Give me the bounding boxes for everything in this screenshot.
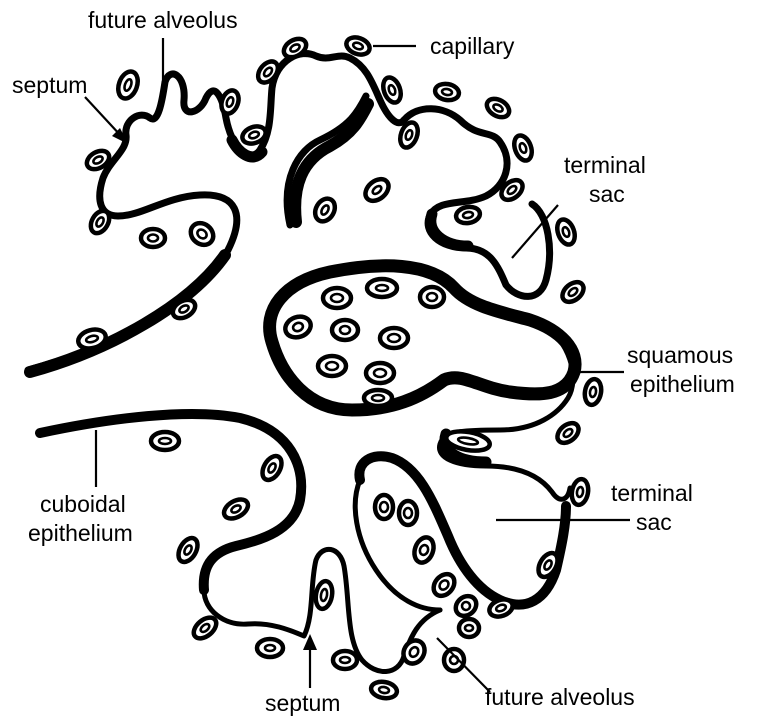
capillary bbox=[434, 82, 460, 102]
label-future-alveolus-top: future alveolus bbox=[88, 7, 238, 33]
label-cuboidal-epithelium-line1: cuboidal bbox=[40, 491, 126, 517]
label-septum-top: septum bbox=[12, 72, 87, 98]
label-terminal-sac-lower-line1: terminal bbox=[611, 480, 693, 506]
leader-septum-top bbox=[85, 97, 122, 137]
capillary bbox=[484, 95, 513, 121]
capillary bbox=[411, 535, 437, 566]
capillary bbox=[281, 35, 310, 61]
label-septum-bottom: septum bbox=[265, 690, 340, 716]
label-cuboidal-epithelium-line2: epithelium bbox=[28, 520, 133, 546]
label-squamous-epithelium-line1: squamous bbox=[627, 342, 733, 368]
central-tube-wall bbox=[270, 266, 575, 410]
capillary bbox=[559, 278, 588, 306]
capillary bbox=[151, 432, 179, 450]
capillary bbox=[570, 478, 590, 506]
capillary bbox=[444, 649, 464, 671]
capillary bbox=[370, 680, 398, 700]
capillary bbox=[282, 313, 313, 341]
label-squamous-epithelium-line2: epithelium bbox=[630, 371, 735, 397]
capillary bbox=[429, 570, 458, 600]
capillary bbox=[511, 133, 535, 163]
capillary bbox=[175, 535, 202, 566]
airway-walls bbox=[28, 54, 575, 672]
capillary bbox=[554, 419, 583, 447]
capillary bbox=[554, 217, 578, 247]
capillary bbox=[367, 279, 397, 297]
capillary bbox=[364, 390, 392, 406]
capillary bbox=[332, 320, 358, 340]
capillary bbox=[583, 378, 603, 406]
capillary bbox=[333, 651, 357, 669]
upper-left-thick bbox=[30, 255, 225, 372]
capillary bbox=[361, 175, 392, 206]
capillary bbox=[186, 219, 217, 250]
capillary bbox=[221, 496, 252, 523]
capillary bbox=[190, 614, 220, 643]
capillary bbox=[375, 495, 393, 519]
label-future-alveolus-bottom: future alveolus bbox=[485, 684, 635, 710]
capillary bbox=[366, 363, 394, 383]
capillary bbox=[257, 639, 283, 657]
capillary bbox=[115, 69, 141, 101]
capillary bbox=[87, 208, 113, 237]
capillary bbox=[399, 501, 417, 525]
capillary bbox=[259, 453, 286, 484]
capillary bbox=[311, 195, 339, 225]
capillary bbox=[452, 592, 480, 620]
capillary bbox=[318, 356, 346, 376]
capillary bbox=[218, 88, 241, 116]
capillary bbox=[459, 619, 479, 637]
capillary bbox=[141, 229, 165, 247]
capillary bbox=[380, 328, 408, 348]
capillary bbox=[314, 580, 335, 610]
label-capillary: capillary bbox=[430, 33, 515, 59]
labels: future alveolus capillary septum termina… bbox=[12, 7, 735, 716]
label-terminal-sac-lower-line2: sac bbox=[636, 509, 672, 535]
capillary bbox=[455, 205, 481, 225]
label-terminal-sac-upper-line1: terminal bbox=[564, 152, 646, 178]
label-terminal-sac-upper-line2: sac bbox=[589, 181, 625, 207]
capillary bbox=[420, 287, 444, 307]
capillary bbox=[323, 288, 351, 308]
capillary bbox=[254, 58, 282, 87]
